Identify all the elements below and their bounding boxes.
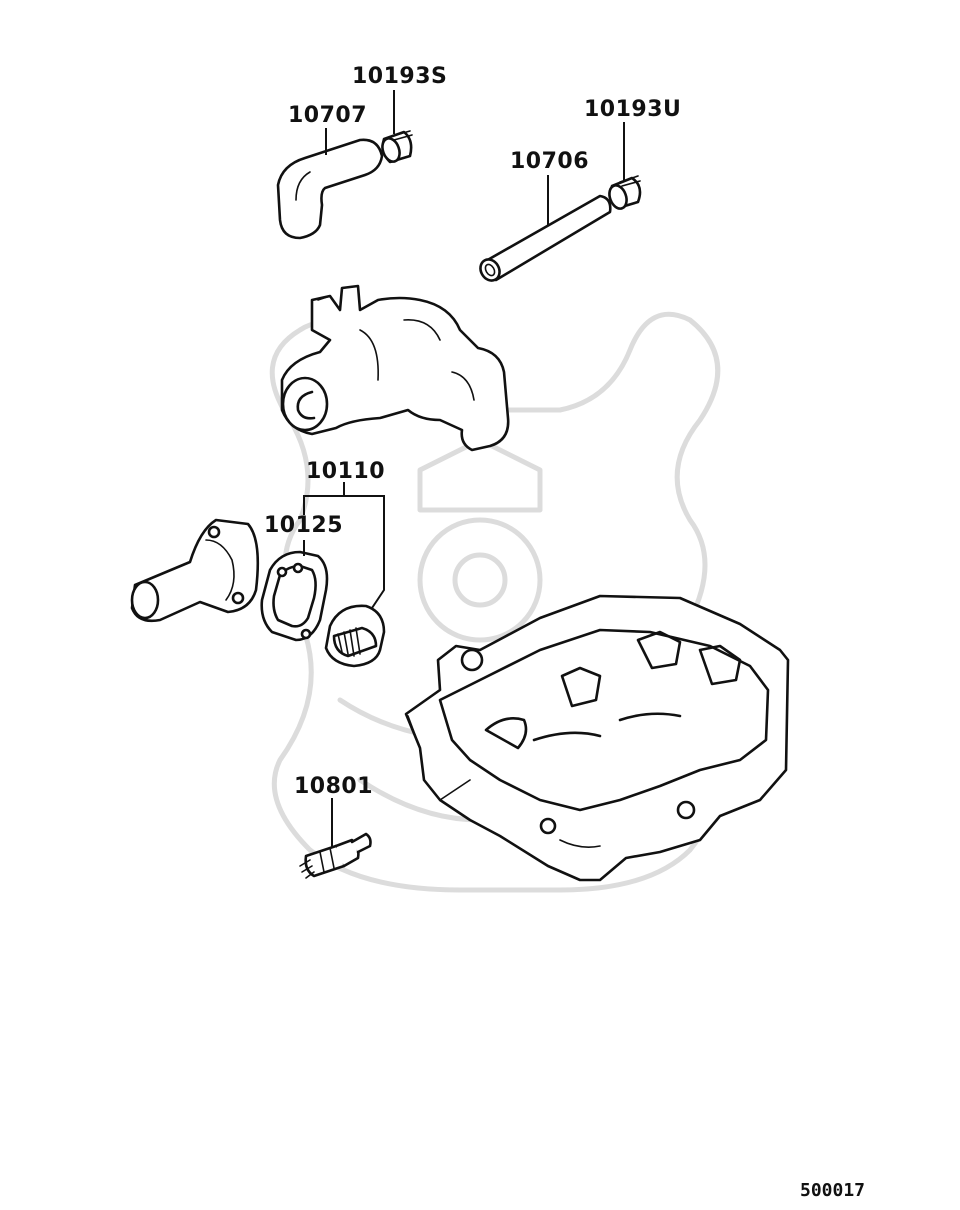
hose-clamp-10193s bbox=[381, 130, 413, 164]
figure-code: 500017 bbox=[800, 1180, 865, 1201]
label-10706: 10706 bbox=[510, 149, 589, 174]
pipe-10706 bbox=[479, 194, 612, 282]
label-10801: 10801 bbox=[294, 774, 373, 799]
leader-10110 bbox=[303, 482, 385, 609]
thermostat-housing bbox=[130, 518, 260, 623]
thermostat bbox=[324, 604, 386, 668]
cylinder-head bbox=[404, 594, 790, 882]
label-10125: 10125 bbox=[264, 513, 343, 538]
hose-10707 bbox=[276, 138, 384, 240]
coolant-temp-sensor-10801 bbox=[299, 832, 372, 879]
water-pump bbox=[280, 284, 510, 452]
label-10193s: 10193S bbox=[352, 64, 447, 89]
label-10193u: 10193U bbox=[584, 97, 681, 122]
label-10707: 10707 bbox=[288, 103, 367, 128]
gasket-10125 bbox=[260, 550, 329, 642]
label-10110: 10110 bbox=[306, 459, 385, 484]
